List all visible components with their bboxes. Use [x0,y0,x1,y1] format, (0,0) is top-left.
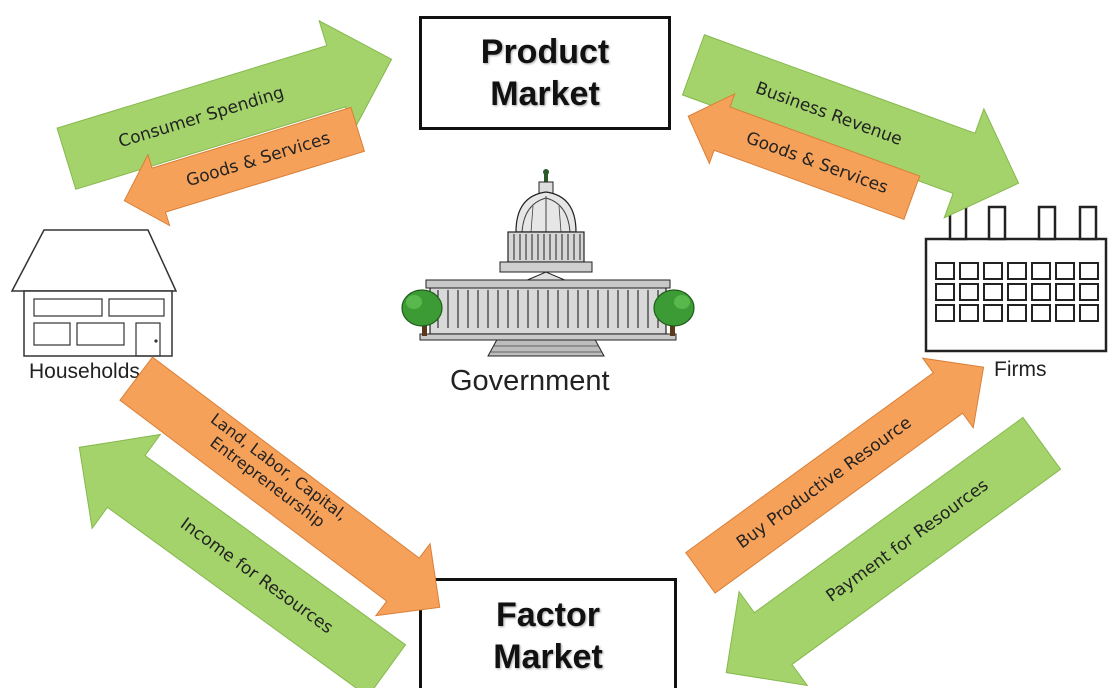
product-market-box: Product Market [419,16,671,130]
land-labor-capital-arrow: Land, Labor, Capital, Entrepreneurship [119,356,456,629]
firms-label: Firms [994,358,1047,381]
product-market-line1: Product [480,33,610,71]
house-icon [10,229,178,357]
consumer-spending-arrow: Consumer Spending [56,19,401,190]
arrow-shape [78,433,407,688]
government-label: Government [450,365,610,397]
goods-services-left-arrow: Goods & Services [118,106,366,227]
factor-market-line1: Factor [496,596,600,634]
arrow-shape [56,19,393,190]
factor-market-box: Factor Market [419,578,677,688]
goods-services-right-arrow: Goods & Services [680,92,921,220]
factor-market-line2: Market [493,638,603,676]
payment-for-resources-label: Payment for Resources [822,475,993,607]
product-market-line2: Market [490,75,600,113]
payment-for-resources-arrow: Payment for Resources [707,416,1062,688]
capitol-building-icon [401,169,695,357]
arrow-shape [687,92,921,220]
factory-icon [924,205,1108,353]
arrow-shape [725,416,1062,687]
income-for-resources-arrow: Income for Resources [60,421,407,688]
tree-right [653,289,695,336]
arrow-shape [123,106,366,227]
buy-productive-resource-arrow: Buy Productive Resource [685,347,999,594]
households-label: Households [29,360,140,383]
tree-left [401,289,443,336]
arrow-shape [119,356,441,617]
arrow-shape [685,357,985,594]
